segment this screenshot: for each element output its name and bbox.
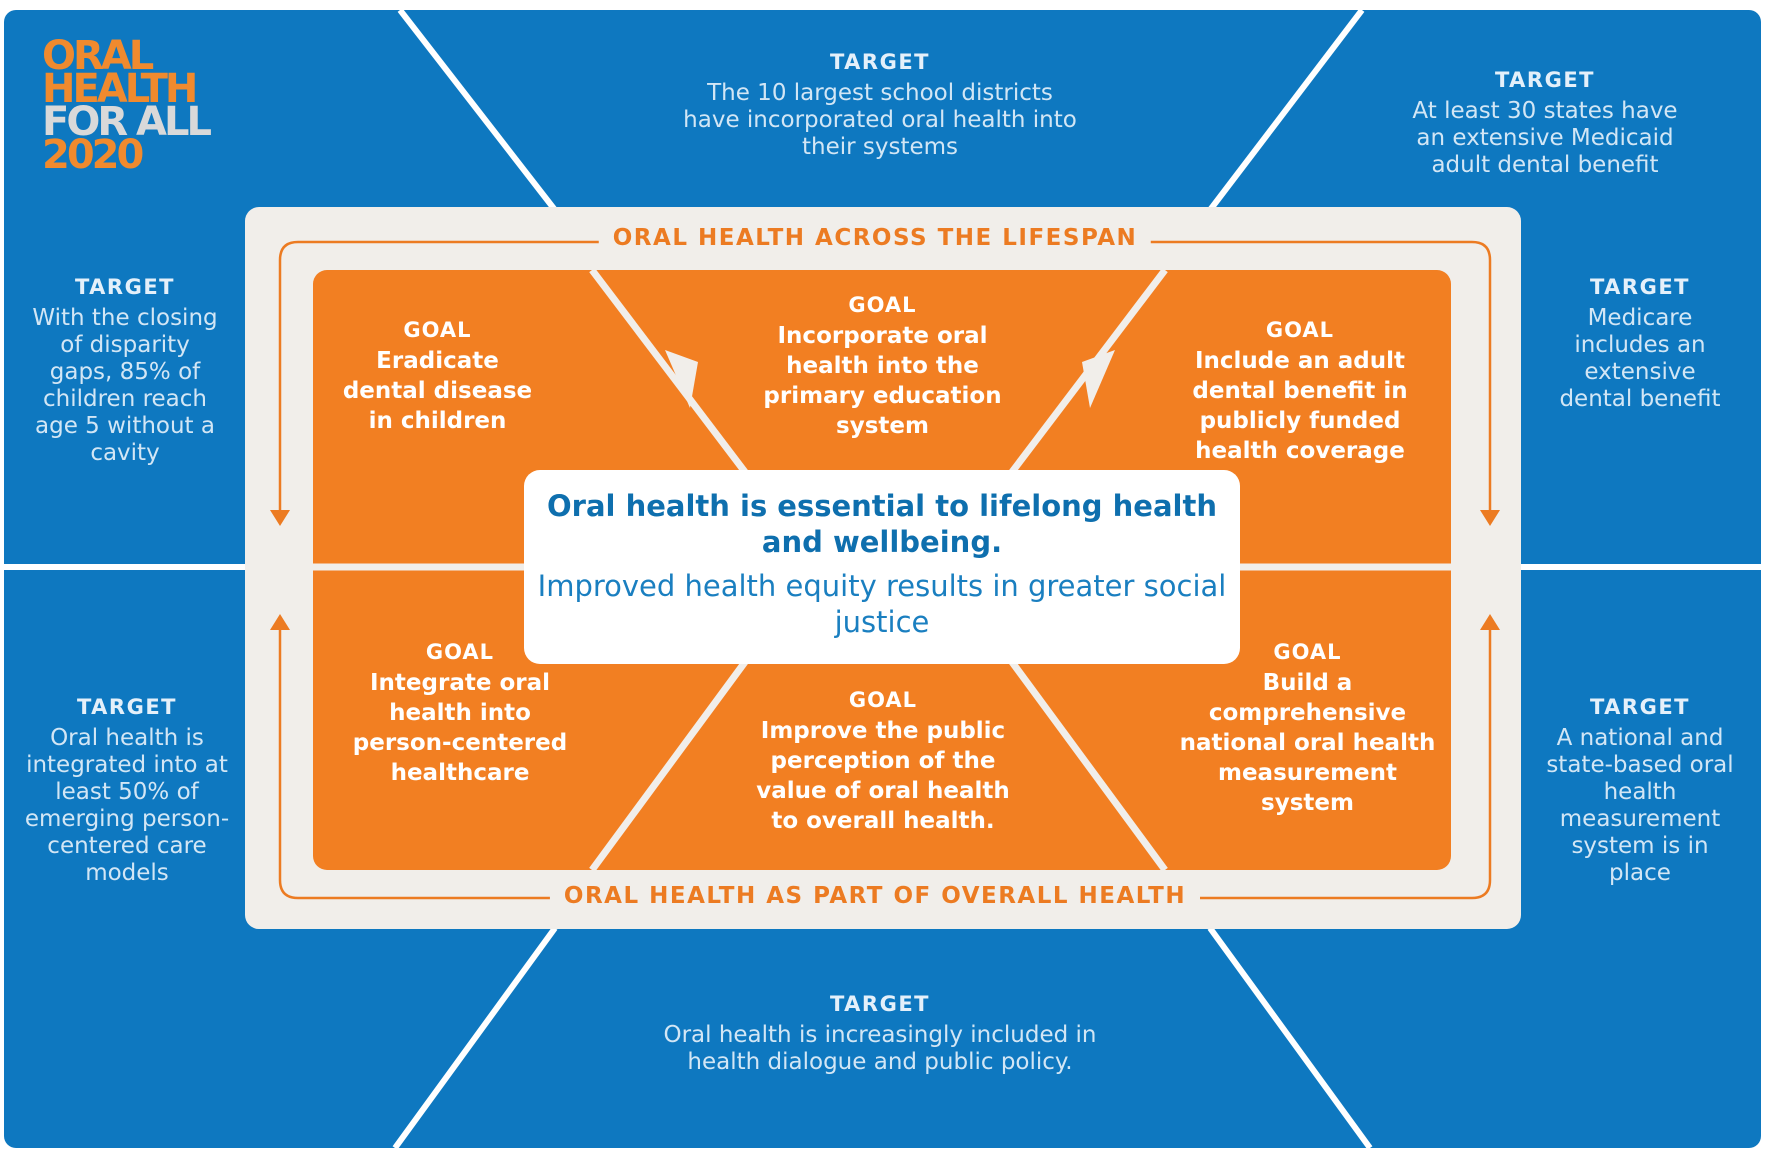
target-children-cavity-free: TARGET With the closing of disparity gap… xyxy=(30,275,220,467)
target-label: TARGET xyxy=(76,695,178,719)
goal-label: GOAL xyxy=(425,640,495,664)
target-text: Oral health is integrated into at least … xyxy=(24,725,230,886)
goal-eradicate-disease: GOAL Eradicate dental disease in childre… xyxy=(335,318,540,436)
target-person-centered-care: TARGET Oral health is integrated into at… xyxy=(22,695,232,887)
goal-text: Integrate oral health into person-center… xyxy=(352,670,568,786)
target-medicare-dental: TARGET Medicare includes an extensive de… xyxy=(1545,275,1735,413)
pointer-triangle-right xyxy=(1082,350,1115,408)
center-statement: Oral health is essential to lifelong hea… xyxy=(547,489,1217,559)
target-label: TARGET xyxy=(829,992,931,1016)
goal-label: GOAL xyxy=(1273,640,1342,664)
goal-text: Include an adult dental benefit in publi… xyxy=(1192,348,1408,464)
target-text: Medicare includes an extensive dental be… xyxy=(1559,305,1721,412)
cycle-lines xyxy=(278,240,1492,900)
arrow-down-left-icon xyxy=(270,510,290,526)
center-subtext: Improved health equity results in greate… xyxy=(537,569,1227,639)
goal-label: GOAL xyxy=(848,688,918,712)
panel-dividers xyxy=(4,8,1761,1150)
target-text: A national and state-based oral health m… xyxy=(1546,725,1734,886)
logo-line-3: FOR ALL xyxy=(42,99,212,145)
logo-line-4: 2020 xyxy=(42,132,144,178)
target-label: TARGET xyxy=(1589,275,1691,299)
goal-label: GOAL xyxy=(1265,318,1335,342)
arrow-up-left-icon xyxy=(270,614,290,630)
arrow-down-right-icon xyxy=(1480,510,1500,526)
target-health-dialogue-policy: TARGET Oral health is increasingly inclu… xyxy=(660,992,1100,1076)
goal-text: Build a comprehensive national oral heal… xyxy=(1179,670,1436,816)
target-text: At least 30 states have an extensive Med… xyxy=(1412,98,1678,178)
target-text: Oral health is increasingly included in … xyxy=(663,1022,1097,1075)
pointer-triangle-left xyxy=(665,350,698,408)
oral-health-2020-logo: ORAL HEALTH FOR ALL 2020 xyxy=(42,33,242,178)
goal-measurement-system: GOAL Build a comprehensive national oral… xyxy=(1175,640,1440,818)
goal-public-perception: GOAL Improve the public perception of th… xyxy=(752,688,1014,836)
goal-text: Incorporate oral health into the primary… xyxy=(763,323,1002,439)
target-text: With the closing of disparity gaps, 85% … xyxy=(32,305,218,466)
goal-primary-education: GOAL Incorporate oral health into the pr… xyxy=(760,293,1005,441)
target-label: TARGET xyxy=(1494,68,1596,92)
goal-person-centered-healthcare: GOAL Integrate oral health into person-c… xyxy=(345,640,575,788)
center-statement-box: Oral health is essential to lifelong hea… xyxy=(526,472,1238,662)
target-label: TARGET xyxy=(829,50,931,74)
target-label: TARGET xyxy=(1589,695,1691,719)
goal-adult-dental-benefit: GOAL Include an adult dental benefit in … xyxy=(1175,318,1425,466)
logo-line-1: ORAL xyxy=(42,33,154,79)
band-label-top: ORAL HEALTH ACROSS THE LIFESPAN xyxy=(598,225,1152,251)
target-medicaid-adult-benefit: TARGET At least 30 states have an extens… xyxy=(1395,68,1695,179)
arrow-up-right-icon xyxy=(1480,614,1500,630)
target-school-districts: TARGET The 10 largest school districts h… xyxy=(680,50,1080,161)
goal-label: GOAL xyxy=(848,293,917,317)
target-text: The 10 largest school districts have inc… xyxy=(683,80,1077,160)
band-label-bottom: ORAL HEALTH AS PART OF OVERALL HEALTH xyxy=(549,883,1201,909)
goal-text: Eradicate dental disease in children xyxy=(342,348,533,434)
cycle-arrowheads xyxy=(270,510,1500,630)
target-label: TARGET xyxy=(74,275,176,299)
logo-line-2: HEALTH xyxy=(42,66,198,112)
target-measurement-system: TARGET A national and state-based oral h… xyxy=(1545,695,1735,887)
goal-label: GOAL xyxy=(403,318,472,342)
goal-text: Improve the public perception of the val… xyxy=(756,718,1010,834)
